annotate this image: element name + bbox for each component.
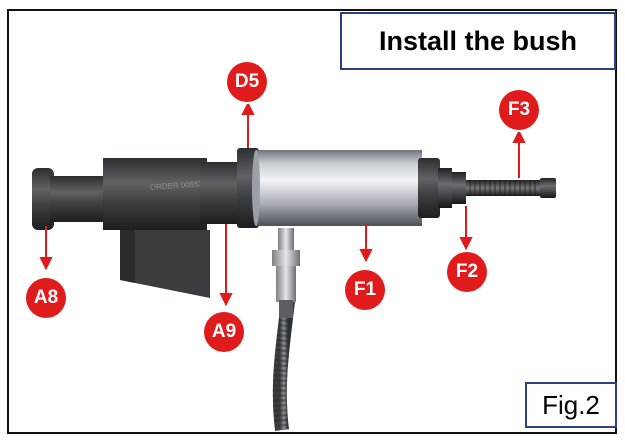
callout-d5: D5	[227, 62, 267, 102]
figure-label: Fig.2	[542, 389, 600, 420]
svg-text:ORDER 00553: ORDER 00553	[150, 179, 204, 192]
page-title: Install the bush	[378, 25, 578, 56]
callout-f3: F3	[499, 90, 539, 130]
callout-a9: A9	[204, 312, 244, 352]
figure-label-box: Fig.2	[525, 382, 617, 428]
callout-f1: F1	[345, 270, 385, 310]
title-box: Install the bush	[340, 12, 616, 70]
callout-f2: F2	[447, 252, 487, 292]
callout-a8: A8	[26, 278, 66, 318]
